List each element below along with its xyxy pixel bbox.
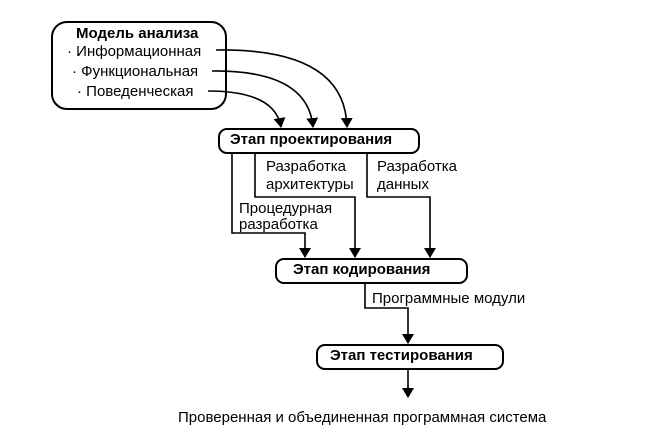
arrow-procedural-to-coding [231,152,311,258]
data-activity-line-2: данных [377,176,429,193]
arrow-data-to-coding [366,152,436,258]
coding-stage-label: Этап кодирования [293,261,431,278]
program-modules-label: Программные модули [372,290,526,307]
analysis-item-behavioral: · Поведенческая [77,83,196,100]
testing-stage-box [316,344,504,370]
procedural-activity-line-1: Процедурная [239,200,333,217]
data-activity-line-1: Разработка [377,158,457,175]
analysis-model-box [51,21,227,110]
arrow-functional-to-design [211,70,319,128]
analysis-item-functional: · Функциональная [72,63,201,80]
coding-stage-box [275,258,468,284]
final-output-label: Проверенная и объединенная программная с… [178,409,547,426]
analysis-item-informational: · Информационная [67,43,204,60]
arrow-behavioral-to-design [207,90,286,128]
testing-stage-label: Этап тестирования [330,347,473,364]
arrow-coding-to-testing [364,281,414,344]
arrow-informational-to-design [215,49,353,128]
procedural-activity-line-2: разработка [239,216,318,233]
analysis-model-title: Модель анализа [76,25,199,42]
architecture-activity-line-1: Разработка [266,158,346,175]
design-stage-label: Этап проектирования [230,131,393,148]
design-stage-box [218,128,420,154]
arrow-architecture-to-coding [254,152,361,258]
architecture-activity-line-2: архитектуры [266,176,354,193]
